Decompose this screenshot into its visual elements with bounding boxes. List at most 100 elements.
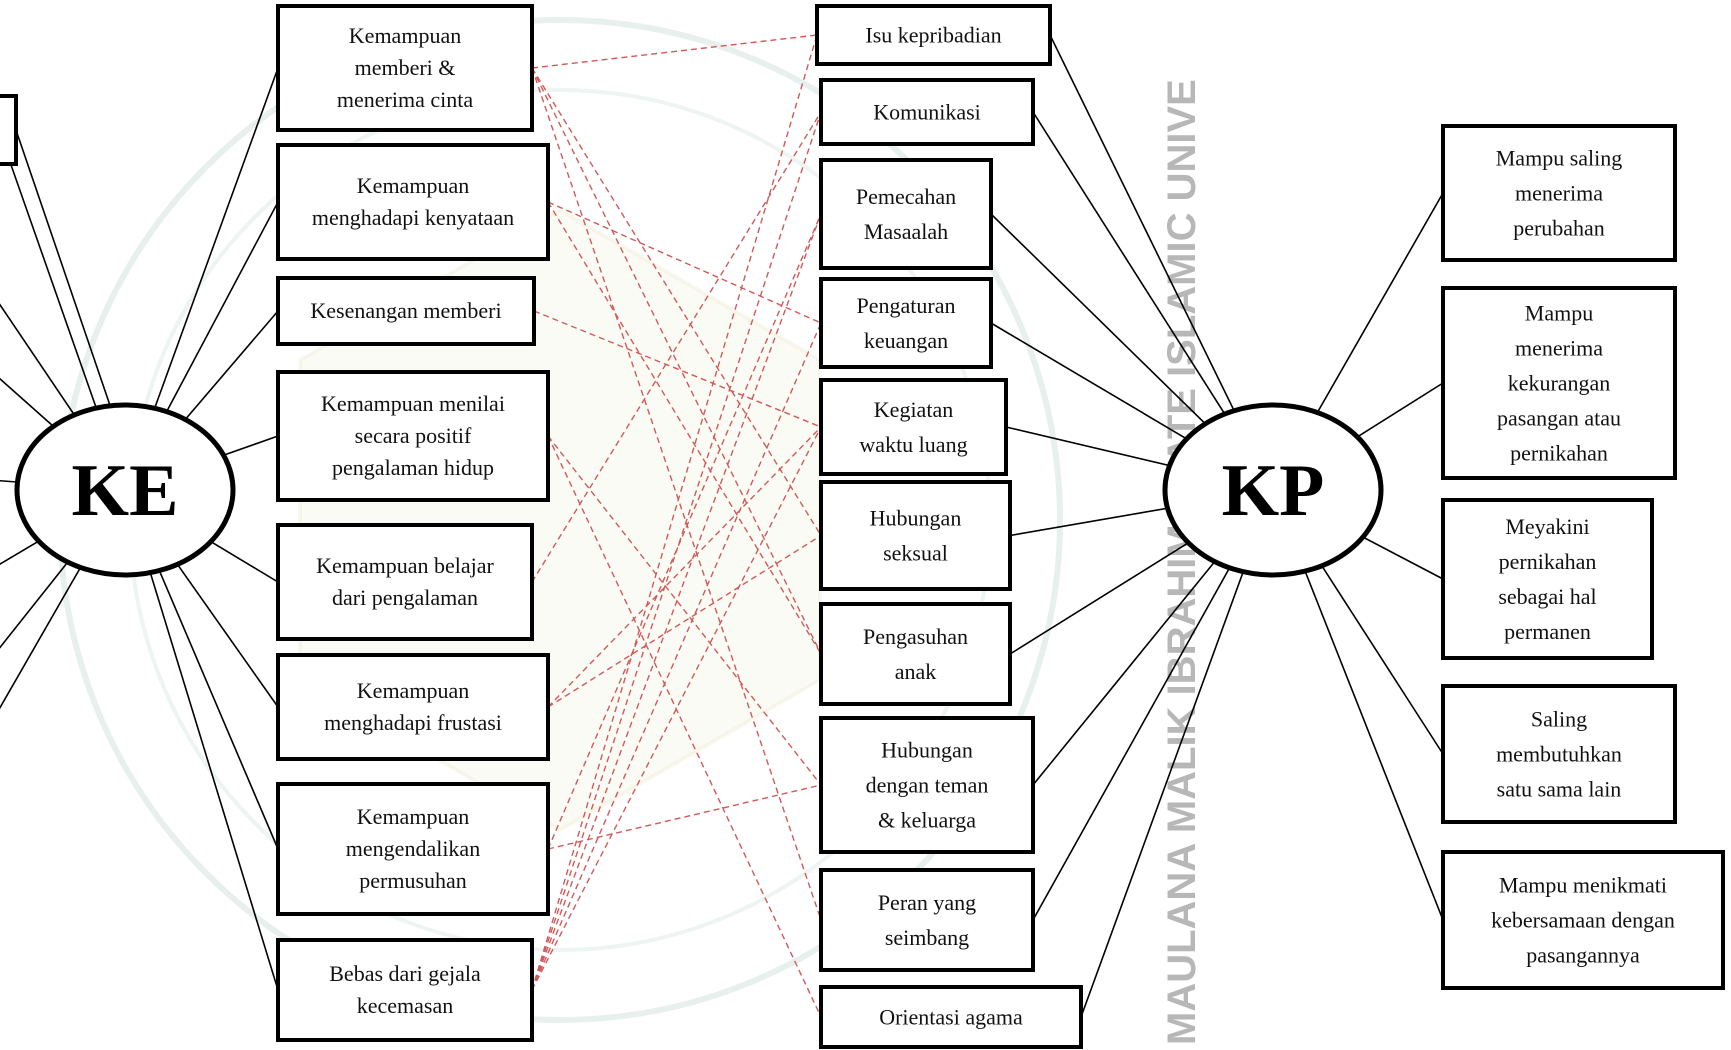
ke-box: Kemampuan mengendalikan permusuhan — [276, 782, 550, 916]
kp-label-line: permanen — [1504, 619, 1591, 644]
kp-label-line: menerima — [1515, 181, 1603, 206]
kp-label-line: pasangan atau — [1497, 406, 1621, 431]
dashed-link — [547, 201, 822, 655]
kp-label-line: kekurangan — [1508, 371, 1611, 396]
dashed-link — [531, 426, 822, 991]
kp-label-line: kebersamaan dengan — [1491, 908, 1675, 933]
dashed-link — [547, 426, 822, 708]
dashed-link — [531, 34, 818, 69]
mid-label-line: Hubungan — [881, 738, 973, 763]
mid-label-line: Pemecahan — [856, 184, 956, 209]
kp-label-line: membutuhkan — [1496, 742, 1622, 767]
kp-label-line: Saling — [1531, 707, 1587, 732]
ke-box: Bebas dari gejala kecemasan — [276, 938, 534, 1042]
kp-label-line: sebagai hal — [1498, 584, 1596, 609]
ke-label-line: menerima cinta — [337, 87, 473, 112]
partial-left-box — [0, 94, 18, 166]
mid-box: Isu kepribadian — [815, 4, 1052, 66]
mid-box: Pengaturan keuangan — [819, 277, 993, 369]
kp-label-line: pasangannya — [1526, 943, 1640, 968]
ke-box: Kemampuan menghadapi kenyataan — [276, 143, 550, 261]
ke-label-line: memberi & — [355, 55, 456, 80]
mid-label-line: Komunikasi — [873, 100, 981, 125]
ke-label-line: Kesenangan memberi — [310, 298, 501, 323]
mid-label-line: Kegiatan — [874, 397, 953, 422]
dashed-link — [531, 111, 822, 991]
ke-label-line: Kemampuan — [349, 23, 461, 48]
ke-box: Kemampuan menilai secara positif pengalama… — [276, 370, 550, 502]
mid-kp-line — [1080, 489, 1274, 1018]
mid-box: Kegiatan waktu luang — [819, 378, 1008, 476]
mid-label-line: Orientasi agama — [879, 1005, 1023, 1030]
kp-box: Mampu menikmati kebersamaan dengan pasanga… — [1441, 850, 1725, 990]
kp-box: Meyakini pernikahan sebagai hal permanen — [1441, 498, 1654, 660]
mid-label-line: Isu kepribadian — [865, 23, 1001, 48]
ke-box: Kemampuan memberi & menerima cinta — [276, 4, 534, 132]
ke-label-line: dari pengalaman — [332, 585, 478, 610]
dashed-link — [531, 67, 822, 536]
mid-box: Hubungan seksual — [819, 480, 1012, 591]
mid-label-line: Pengasuhan — [863, 624, 968, 649]
dashed-links — [531, 34, 822, 1018]
dashed-link — [531, 111, 822, 583]
mid-label-line: seksual — [883, 541, 948, 566]
kp-hub-label: KP — [1222, 450, 1325, 532]
kp-label-line: Meyakini — [1505, 514, 1589, 539]
ke-label-line: pengalaman hidup — [332, 455, 494, 480]
dashed-link — [531, 34, 818, 991]
ke-label-line: mengendalikan — [346, 836, 480, 861]
mid-label-line: Peran yang — [878, 890, 976, 915]
dashed-link — [547, 435, 822, 1018]
mid-label-line: Masaalah — [864, 219, 948, 244]
ke-label-line: Kemampuan — [357, 173, 469, 198]
ke-label-line: permusuhan — [359, 868, 467, 893]
dashed-link — [531, 67, 822, 655]
mid-item-boxes: Isu kepribadianKomunikasiPemecahanMasaal… — [815, 4, 1083, 1049]
mid-label-line: & keluarga — [878, 808, 976, 833]
dashed-link — [547, 784, 822, 850]
ke-label-line: menghadapi kenyataan — [312, 205, 514, 230]
mid-box: Hubungan dengan teman & keluarga — [819, 716, 1035, 854]
ke-hub: KE — [14, 402, 236, 578]
dashed-link — [547, 213, 822, 850]
mid-label-line: seimbang — [885, 925, 969, 950]
mid-box: Orientasi agama — [819, 985, 1083, 1049]
mid-box: Pengasuhan anak — [819, 602, 1012, 706]
kp-label-line: satu sama lain — [1497, 777, 1622, 802]
kp-label-line: Mampu saling — [1496, 146, 1623, 171]
mid-label-line: waktu luang — [859, 432, 967, 457]
kp-label-line: pernikahan — [1510, 441, 1608, 466]
ke-label-line: Kemampuan — [357, 678, 469, 703]
mid-label-line: Pengaturan — [857, 293, 956, 318]
dashed-link — [533, 310, 822, 428]
mid-box: Peran yang seimbang — [819, 868, 1035, 972]
ke-label-line: kecemasan — [357, 993, 454, 1018]
dashed-link — [547, 534, 822, 708]
mid-box: Komunikasi — [819, 78, 1035, 146]
watermark-text: MAULANA MALIK IBRAHIM STATE ISLAMIC UNIV… — [1160, 79, 1204, 1045]
ke-hub-label: KE — [72, 450, 179, 532]
mid-label-line: Hubungan — [870, 506, 962, 531]
kp-label-line: pernikahan — [1499, 549, 1597, 574]
ke-label-line: Bebas dari gejala — [329, 961, 481, 986]
kp-label-line: Mampu menikmati — [1499, 873, 1667, 898]
ke-box: Kesenangan memberi — [276, 276, 536, 346]
mid-label-line: keuangan — [864, 328, 948, 353]
dashed-link — [531, 213, 822, 991]
kp-label-line: Mampu — [1525, 301, 1593, 326]
ke-label-line: Kemampuan menilai — [321, 391, 505, 416]
mid-label-line: anak — [895, 659, 937, 684]
kp-item-boxes: Mampu salingmenerimaperubahanMampumeneri… — [1441, 124, 1725, 990]
mid-label-line: dengan teman — [866, 773, 989, 798]
ke-label-line: secara positif — [355, 423, 472, 448]
kp-hub: KP — [1162, 402, 1384, 578]
kp-box: Saling membutuhkan satu sama lain — [1441, 684, 1677, 824]
ke-label-line: Kemampuan — [357, 804, 469, 829]
dashed-link — [531, 322, 822, 991]
